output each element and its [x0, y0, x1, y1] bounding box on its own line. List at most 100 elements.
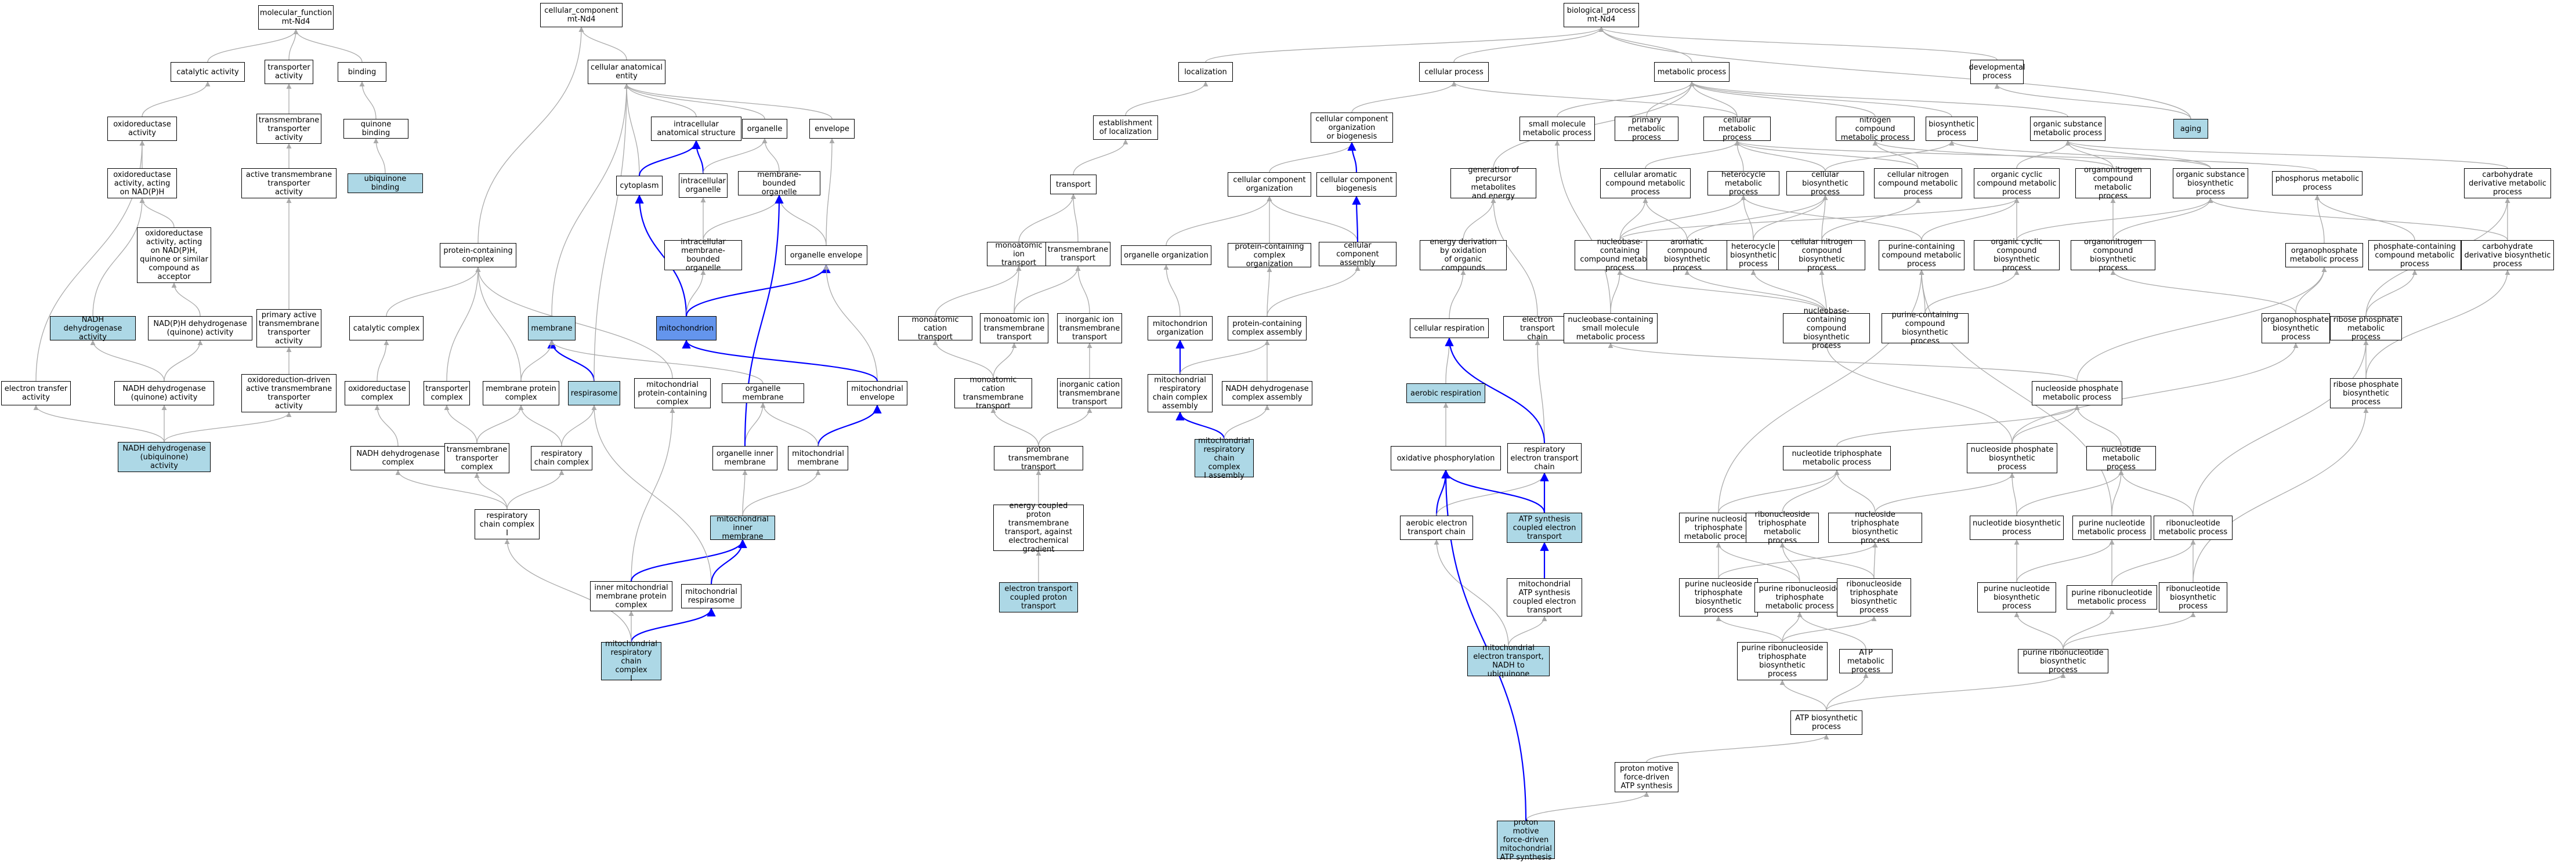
- go-term-aging[interactable]: aging: [2173, 119, 2208, 139]
- go-term-energy-coupled-proton-transmembrane-transport-against-electrochemical-gradient[interactable]: energy coupled proton transmembrane tran…: [993, 502, 1084, 554]
- go-term-organonitrogen-compound-biosynthetic-process[interactable]: organonitrogen compound biosynthetic pro…: [2071, 238, 2155, 273]
- go-term-ubiquinone-binding[interactable]: ubiquinone binding: [348, 173, 423, 193]
- go-term-protein-containing-complex-organization[interactable]: protein-containing complex organization: [1228, 242, 1311, 269]
- go-term-oxidoreduction-driven-active-transmembrane-transporter-activity[interactable]: oxidoreduction-driven active transmembra…: [241, 374, 337, 412]
- go-term-monoatomic-ion-transport[interactable]: monoatomic ion transport: [987, 241, 1051, 267]
- go-term-envelope[interactable]: envelope: [809, 119, 855, 139]
- go-term-localization[interactable]: localization: [1178, 62, 1233, 82]
- go-term-transmembrane-transporter-activity[interactable]: transmembrane transporter activity: [256, 114, 321, 144]
- go-term-electron-transport-chain[interactable]: electron transport chain: [1503, 316, 1572, 342]
- go-term-nad-p-h-dehydrogenase-quinone-activity[interactable]: NAD(P)H dehydrogenase (quinone) activity: [148, 316, 252, 340]
- go-term-proton-motive-force-driven-atp-synthesis[interactable]: proton motive force-driven ATP synthesis: [1615, 762, 1678, 792]
- go-term-organic-substance-biosynthetic-process[interactable]: organic substance biosynthetic process: [2173, 168, 2248, 198]
- go-term-inorganic-cation-transmembrane-transport[interactable]: inorganic cation transmembrane transport: [1057, 378, 1122, 408]
- go-term-biosynthetic-process[interactable]: biosynthetic process: [1926, 117, 1978, 141]
- go-term-cellular-component-biogenesis[interactable]: cellular component biogenesis: [1316, 172, 1396, 197]
- go-term-organic-substance-metabolic-process[interactable]: organic substance metabolic process: [2030, 117, 2105, 141]
- go-term-electron-transport-coupled-proton-transport[interactable]: electron transport coupled proton transp…: [999, 582, 1078, 612]
- go-term-respirasome[interactable]: respirasome: [568, 381, 620, 405]
- go-term-ribonucleotide-metabolic-process[interactable]: ribonucleotide metabolic process: [2154, 516, 2233, 540]
- go-term-mitochondrion[interactable]: mitochondrion: [656, 316, 717, 340]
- go-term-mitochondrial-inner-membrane[interactable]: mitochondrial inner membrane: [710, 515, 775, 541]
- go-term-electron-transfer-activity[interactable]: electron transfer activity: [1, 381, 71, 405]
- go-term-inner-mitochondrial-membrane-protein-complex[interactable]: inner mitochondrial membrane protein com…: [590, 581, 672, 611]
- go-term-carbohydrate-derivative-biosynthetic-process[interactable]: carbohydrate derivative biosynthetic pro…: [2461, 240, 2554, 270]
- go-term-catalytic-activity[interactable]: catalytic activity: [171, 62, 245, 82]
- go-term-establishment-of-localization[interactable]: establishment of localization: [1093, 115, 1158, 140]
- go-term-nucleotide-metabolic-process[interactable]: nucleotide metabolic process: [2086, 445, 2156, 472]
- go-term-nucleotide-triphosphate-metabolic-process[interactable]: nucleotide triphosphate metabolic proces…: [1783, 446, 1891, 470]
- go-term-generation-of-precursor-metabolites-and-energy[interactable]: generation of precursor metabolites and …: [1450, 166, 1536, 201]
- go-term-nitrogen-compound-metabolic-process[interactable]: nitrogen compound metabolic process: [1836, 116, 1915, 142]
- go-term-cellular-component-assembly[interactable]: cellular component assembly: [1319, 241, 1396, 267]
- go-term-intracellular-membrane-bounded-organelle[interactable]: intracellular membrane-bounded organelle: [664, 238, 742, 273]
- go-term-organonitrogen-compound-metabolic-process[interactable]: organonitrogen compound metabolic proces…: [2075, 166, 2151, 201]
- go-term-mitochondrial-respirasome[interactable]: mitochondrial respirasome: [681, 584, 741, 608]
- go-term-purine-ribonucleotide-metabolic-process[interactable]: purine ribonucleotide metabolic process: [2067, 585, 2157, 610]
- go-term-oxidoreductase-activity[interactable]: oxidoreductase activity: [107, 117, 177, 141]
- go-term-aromatic-compound-biosynthetic-process[interactable]: aromatic compound biosynthetic process: [1647, 238, 1728, 273]
- go-term-mitochondrial-membrane[interactable]: mitochondrial membrane: [788, 446, 848, 470]
- go-term-phosphate-containing-compound-metabolic-process[interactable]: phosphate-containing compound metabolic …: [2368, 240, 2461, 270]
- go-term-cellular-aromatic-compound-metabolic-process[interactable]: cellular aromatic compound metabolic pro…: [1600, 168, 1691, 198]
- go-term-aerobic-respiration[interactable]: aerobic respiration: [1406, 383, 1485, 403]
- go-term-cellular-nitrogen-compound-biosynthetic-process[interactable]: cellular nitrogen compound biosynthetic …: [1778, 238, 1865, 273]
- go-term-ribonucleoside-triphosphate-metabolic-process[interactable]: ribonucleoside triphosphate metabolic pr…: [1746, 510, 1819, 545]
- go-term-carbohydrate-derivative-metabolic-process[interactable]: carbohydrate derivative metabolic proces…: [2464, 168, 2551, 198]
- go-term-nucleoside-phosphate-metabolic-process[interactable]: nucleoside phosphate metabolic process: [2032, 381, 2122, 405]
- go-term-nadh-dehydrogenase-ubiquinone-activity[interactable]: NADH dehydrogenase (ubiquinone) activity: [118, 442, 211, 472]
- go-term-mitochondrial-respiratory-chain-complex-assembly[interactable]: mitochondrial respiratory chain complex …: [1148, 374, 1213, 412]
- go-term-mitochondrial-respiratory-chain-complex-i[interactable]: mitochondrial respiratory chain complex …: [601, 640, 661, 683]
- go-term-membrane-bounded-organelle[interactable]: membrane-bounded organelle: [738, 171, 820, 197]
- go-term-heterocycle-biosynthetic-process[interactable]: heterocycle biosynthetic process: [1727, 240, 1780, 270]
- go-term-proton-transmembrane-transport[interactable]: proton transmembrane transport: [994, 445, 1083, 472]
- go-term-energy-derivation-by-oxidation-of-organic-compounds[interactable]: energy derivation by oxidation of organi…: [1420, 238, 1507, 273]
- go-term-cellular-component-organization-or-biogenesis[interactable]: cellular component organization or bioge…: [1311, 113, 1393, 143]
- go-term-transmembrane-transport[interactable]: transmembrane transport: [1045, 242, 1110, 266]
- go-term-small-molecule-metabolic-process[interactable]: small molecule metabolic process: [1519, 117, 1595, 141]
- go-term-nucleobase-containing-compound-biosynthetic-process[interactable]: nucleobase-containing compound biosynthe…: [1783, 307, 1870, 350]
- go-term-binding[interactable]: binding: [338, 62, 386, 82]
- go-term-monoatomic-cation-transport[interactable]: monoatomic cation transport: [898, 316, 972, 342]
- go-term-purine-nucleoside-triphosphate-metabolic-process[interactable]: purine nucleoside triphosphate metabolic…: [1679, 513, 1758, 543]
- go-term-respiratory-chain-complex-i[interactable]: respiratory chain complex I: [475, 509, 540, 539]
- go-term-organophosphate-metabolic-process[interactable]: organophosphate metabolic process: [2285, 243, 2363, 267]
- go-term-cellular-process[interactable]: cellular process: [1419, 62, 1489, 82]
- go-term-purine-ribonucleotide-biosynthetic-process[interactable]: purine ribonucleotide biosynthetic proce…: [2018, 648, 2108, 675]
- go-term-respiratory-chain-complex[interactable]: respiratory chain complex: [531, 446, 592, 470]
- go-term-heterocycle-metabolic-process[interactable]: heterocycle metabolic process: [1707, 171, 1779, 197]
- go-term-nadh-dehydrogenase-complex-assembly[interactable]: NADH dehydrogenase complex assembly: [1222, 381, 1312, 405]
- go-term-transporter-complex[interactable]: transporter complex: [424, 381, 470, 405]
- go-term-metabolic-process[interactable]: metabolic process: [1654, 62, 1730, 82]
- go-term-catalytic-complex[interactable]: catalytic complex: [349, 316, 424, 340]
- go-term-organophosphate-biosynthetic-process[interactable]: organophosphate biosynthetic process: [2262, 313, 2330, 343]
- go-term-atp-synthesis-coupled-electron-transport[interactable]: ATP synthesis coupled electron transport: [1507, 513, 1582, 543]
- go-term-purine-nucleoside-triphosphate-biosynthetic-process[interactable]: purine nucleoside triphosphate biosynthe…: [1679, 578, 1758, 617]
- go-term-primary-active-transmembrane-transporter-activity[interactable]: primary active transmembrane transporter…: [256, 309, 321, 347]
- go-term-protein-containing-complex-assembly[interactable]: protein-containing complex assembly: [1228, 316, 1307, 340]
- go-term-cellular-anatomical-entity[interactable]: cellular anatomical entity: [588, 60, 665, 84]
- go-term-transporter-activity[interactable]: transporter activity: [265, 60, 313, 84]
- go-term-intracellular-anatomical-structure[interactable]: intracellular anatomical structure: [651, 117, 741, 141]
- go-term-organic-cyclic-compound-biosynthetic-process[interactable]: organic cyclic compound biosynthetic pro…: [1974, 238, 2060, 273]
- go-term-purine-containing-compound-metabolic-process[interactable]: purine-containing compound metabolic pro…: [1879, 240, 1964, 270]
- go-term-purine-containing-compound-biosynthetic-process[interactable]: purine-containing compound biosynthetic …: [1882, 311, 1969, 346]
- go-term-mitochondrial-atp-synthesis-coupled-electron-transport[interactable]: mitochondrial ATP synthesis coupled elec…: [1507, 578, 1582, 617]
- go-term-membrane-protein-complex[interactable]: membrane protein complex: [483, 381, 559, 405]
- go-term-nucleoside-triphosphate-biosynthetic-process[interactable]: nucleoside triphosphate biosynthetic pro…: [1828, 510, 1922, 545]
- go-term-cellular-component-organization[interactable]: cellular component organization: [1228, 172, 1311, 197]
- go-term-cellular-respiration[interactable]: cellular respiration: [1410, 318, 1489, 338]
- go-term-atp-biosynthetic-process[interactable]: ATP biosynthetic process: [1790, 710, 1862, 735]
- go-term-biological-process-mt-nd4[interactable]: biological_process mt-Nd4: [1564, 3, 1639, 27]
- go-term-organic-cyclic-compound-metabolic-process[interactable]: organic cyclic compound metabolic proces…: [1974, 168, 2060, 198]
- go-term-transmembrane-transporter-complex[interactable]: transmembrane transporter complex: [444, 443, 509, 473]
- go-term-organelle-inner-membrane[interactable]: organelle inner membrane: [712, 446, 777, 470]
- go-term-nadh-dehydrogenase-complex[interactable]: NADH dehydrogenase complex: [350, 446, 446, 470]
- go-term-molecular-function-mt-nd4[interactable]: molecular_function mt-Nd4: [258, 5, 334, 30]
- go-term-cellular-component-mt-nd4[interactable]: cellular_component mt-Nd4: [540, 3, 623, 27]
- go-term-inorganic-ion-transmembrane-transport[interactable]: inorganic ion transmembrane transport: [1057, 313, 1122, 343]
- go-term-mitochondrial-respiratory-chain-complex-i-assembly[interactable]: mitochondrial respiratory chain complex …: [1195, 437, 1254, 480]
- go-term-nucleobase-containing-small-molecule-metabolic-process[interactable]: nucleobase-containing small molecule met…: [1564, 313, 1658, 343]
- go-term-oxidoreductase-activity-acting-on-nad-p-h[interactable]: oxidoreductase activity, acting on NAD(P…: [107, 168, 177, 198]
- go-term-transport[interactable]: transport: [1050, 175, 1097, 194]
